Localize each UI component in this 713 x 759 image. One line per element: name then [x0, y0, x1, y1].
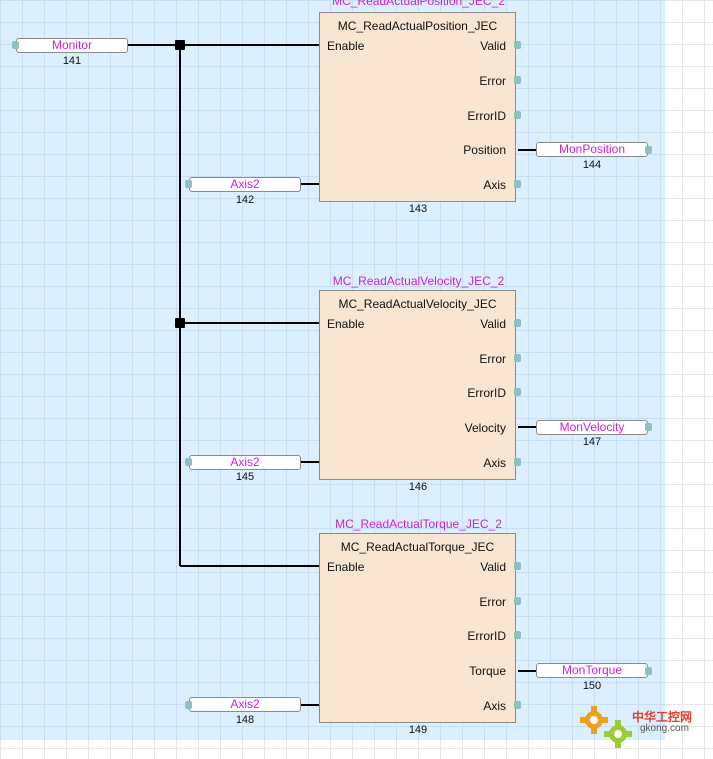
- output-pin-marker[interactable]: [514, 562, 521, 570]
- variable-axis[interactable]: Axis2: [189, 177, 301, 192]
- variable-number: 147: [582, 436, 602, 448]
- variable-mon-position[interactable]: MonPosition: [536, 142, 648, 157]
- output-pin-marker[interactable]: [514, 701, 521, 709]
- function-block-read-torque[interactable]: MC_ReadActualTorque_JEC Enable Valid Err…: [319, 533, 516, 723]
- junction-2: [175, 318, 185, 328]
- gear-logo-icon: [580, 706, 632, 748]
- connector-marker[interactable]: [645, 423, 652, 431]
- block-type-name: MC_ReadActualVelocity_JEC: [338, 297, 497, 311]
- function-block-read-position[interactable]: MC_ReadActualPosition_JEC Enable Valid E…: [319, 12, 516, 202]
- variable-number: 148: [235, 714, 255, 726]
- output-pin-marker[interactable]: [514, 458, 521, 466]
- function-block-read-velocity[interactable]: MC_ReadActualVelocity_JEC Enable Valid E…: [319, 290, 516, 480]
- pin-enable: Enable: [327, 317, 365, 331]
- connector-marker[interactable]: [185, 180, 192, 188]
- output-pin-marker[interactable]: [514, 41, 521, 49]
- output-pin-marker[interactable]: [514, 111, 521, 119]
- pin-error: Error: [479, 352, 506, 366]
- block-number: 149: [408, 724, 428, 736]
- output-pin-marker[interactable]: [514, 76, 521, 84]
- variable-axis[interactable]: Axis2: [189, 697, 301, 712]
- pin-enable: Enable: [327, 560, 365, 574]
- block-instance-name[interactable]: MC_ReadActualTorque_JEC_2: [335, 517, 502, 531]
- watermark-url: gkong.com: [640, 723, 689, 734]
- output-pin-marker[interactable]: [514, 319, 521, 327]
- variable-number: 144: [582, 159, 602, 171]
- output-pin-marker[interactable]: [514, 388, 521, 396]
- pin-torque: Torque: [469, 664, 506, 678]
- variable-axis[interactable]: Axis2: [189, 455, 301, 470]
- pin-errorid: ErrorID: [467, 629, 506, 643]
- pin-enable: Enable: [327, 39, 365, 53]
- pin-valid: Valid: [480, 39, 506, 53]
- connector-marker[interactable]: [185, 458, 192, 466]
- pin-errorid: ErrorID: [467, 109, 506, 123]
- connector-marker[interactable]: [645, 667, 652, 675]
- output-pin-marker[interactable]: [514, 180, 521, 188]
- variable-number: 141: [62, 55, 82, 67]
- variable-number: 145: [235, 471, 255, 483]
- pin-errorid: ErrorID: [467, 386, 506, 400]
- connector-marker[interactable]: [185, 701, 192, 709]
- pin-valid: Valid: [480, 560, 506, 574]
- pin-axis: Axis: [483, 699, 506, 713]
- watermark-text: 中华工控网: [632, 710, 693, 724]
- variable-mon-torque[interactable]: MonTorque: [536, 663, 648, 678]
- pin-axis: Axis: [483, 178, 506, 192]
- block-number: 143: [408, 203, 428, 215]
- block-number: 146: [408, 481, 428, 493]
- block-type-name: MC_ReadActualTorque_JEC: [340, 540, 495, 554]
- block-instance-name[interactable]: MC_ReadActualPosition_JEC_2: [332, 0, 505, 8]
- pin-axis: Axis: [483, 456, 506, 470]
- variable-monitor[interactable]: Monitor: [16, 38, 128, 53]
- block-instance-name[interactable]: MC_ReadActualVelocity_JEC_2: [332, 274, 505, 288]
- variable-mon-velocity[interactable]: MonVelocity: [536, 420, 648, 435]
- pin-velocity: Velocity: [464, 421, 506, 435]
- pin-error: Error: [479, 595, 506, 609]
- connector-marker[interactable]: [645, 146, 652, 154]
- junction-1: [175, 40, 185, 50]
- connector-marker[interactable]: [12, 41, 19, 49]
- variable-number: 150: [582, 680, 602, 692]
- output-pin-marker[interactable]: [514, 597, 521, 605]
- pin-error: Error: [479, 74, 506, 88]
- output-pin-marker[interactable]: [514, 354, 521, 362]
- block-type-name: MC_ReadActualPosition_JEC: [337, 19, 498, 33]
- pin-position: Position: [463, 143, 506, 157]
- pin-valid: Valid: [480, 317, 506, 331]
- output-pin-marker[interactable]: [514, 631, 521, 639]
- variable-number: 142: [235, 194, 255, 206]
